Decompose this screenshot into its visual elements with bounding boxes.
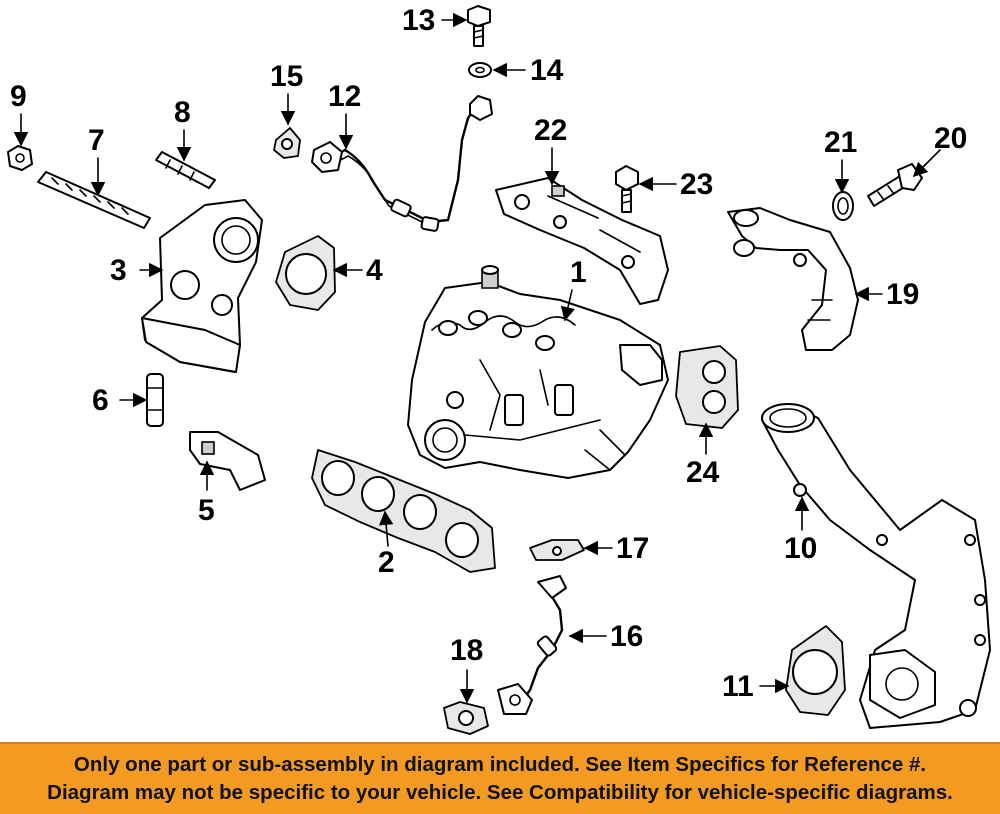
callout-9: 9 [10,80,27,113]
callout-14: 14 [530,54,564,87]
long-stud-part [37,171,151,229]
stud-part [155,151,216,189]
disclaimer-banner: Only one part or sub-assembly in diagram… [0,742,1000,814]
exhaust-elbow-part [141,199,263,373]
oil-feed-pipe-part [311,95,493,232]
shield-bolt-part [615,165,639,213]
callout-6: 6 [92,384,109,417]
banjo-bolt-part [867,163,923,207]
callout-21: 21 [824,126,858,159]
callout-2: 2 [378,546,395,579]
callout-4: 4 [366,254,383,287]
callout-19: 19 [886,278,920,311]
line-bracket-part [727,207,859,351]
intake-pipe-part [761,403,991,729]
oil-return-pipe-part [497,575,567,715]
disclaimer-line-2: Diagram may not be specific to your vehi… [47,781,953,804]
callout-18: 18 [450,634,484,667]
sealing-washer-part [832,191,854,221]
outlet-gasket-part [275,235,336,311]
parts-diagram [7,5,991,735]
callout-24: 24 [686,456,720,489]
washer-part [468,62,492,78]
callout-20: 20 [934,122,968,155]
pipe-gasket-part [785,625,846,716]
bolt-part [467,5,491,47]
callout-17: 17 [616,532,650,565]
manifold-gasket-part [311,449,496,573]
leader-arrows [13,12,941,704]
callout-3: 3 [110,254,127,287]
callout-5: 5 [198,494,215,527]
callout-10: 10 [784,532,818,565]
turbocharger-part [407,265,669,479]
callout-7: 7 [88,124,105,157]
callout-13: 13 [402,4,436,37]
turbo-gasket-part [675,345,739,429]
flange-gasket-part [443,701,489,735]
callout-11: 11 [722,670,754,703]
return-gasket-part [529,539,585,561]
nut-part [7,145,33,171]
callout-16: 16 [610,620,644,653]
dowel-part [146,373,164,427]
heat-shield-part [495,177,669,305]
callout-1: 1 [570,256,587,289]
callout-12: 12 [328,80,362,113]
callout-22: 22 [534,114,568,147]
callout-15: 15 [270,60,304,93]
small-gasket-part [273,127,301,159]
callout-8: 8 [174,96,191,129]
bracket-part [189,431,266,491]
disclaimer-line-1: Only one part or sub-assembly in diagram… [73,753,927,776]
callout-23: 23 [680,168,714,201]
